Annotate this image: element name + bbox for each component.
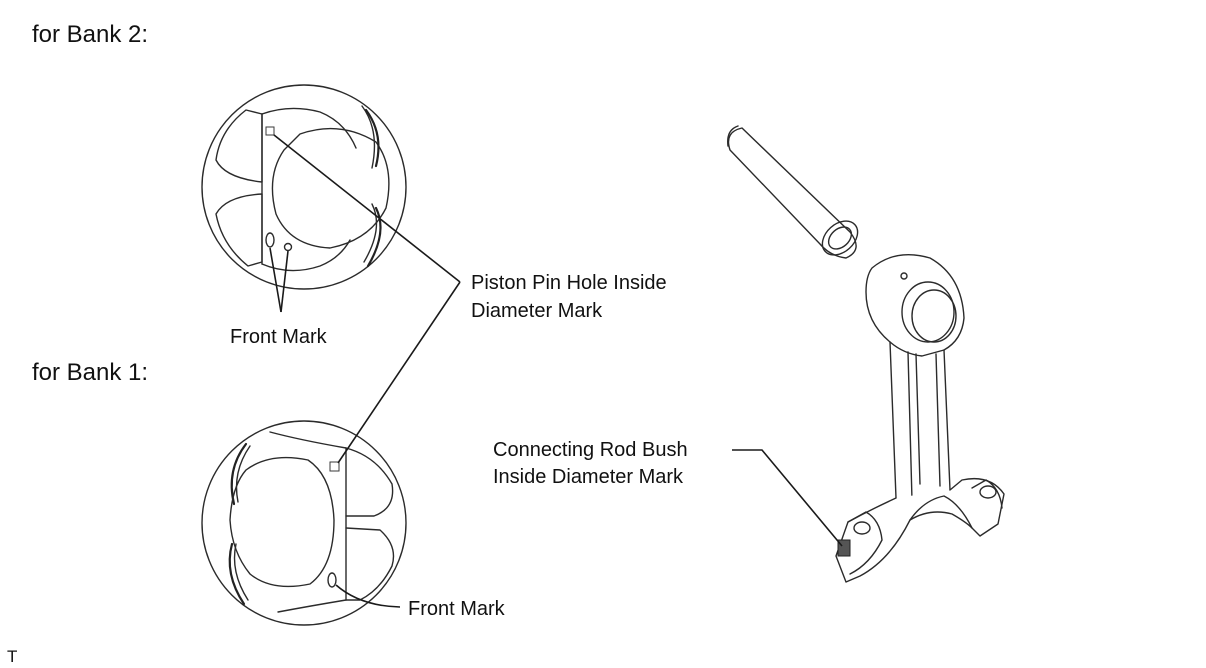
bank2-pin-hole-mark [265, 126, 275, 136]
bank1-front-mark-oval [327, 572, 337, 588]
corner-mark: T [7, 647, 17, 666]
rod-bush-label-line1: Connecting Rod Bush [493, 439, 688, 461]
bank1-front-mark-leader [335, 584, 401, 608]
bank2-front-mark-callout [269, 247, 289, 313]
rod-bush-leader [732, 449, 843, 547]
connecting-rod [835, 253, 1005, 583]
piston-pin [727, 125, 859, 259]
piston-pin-hole-callout [273, 134, 461, 464]
bank2-front-mark-oval [265, 232, 275, 248]
piston-pin-hole-label-line2: Diameter Mark [471, 300, 603, 322]
bank2-front-mark-label: Front Mark [230, 326, 328, 348]
bank2-front-mark-dot [283, 242, 293, 252]
rod-bush-label-line2: Inside Diameter Mark [493, 466, 684, 488]
bank1-piston-top [201, 420, 407, 626]
bank2-heading: for Bank 2: [32, 21, 148, 48]
bank2-piston-top [201, 84, 407, 290]
bank1-pin-hole-mark [329, 461, 340, 472]
piston-pin-hole-label-line1: Piston Pin Hole Inside [471, 272, 667, 294]
bank1-front-mark-label: Front Mark [408, 598, 506, 620]
bank1-heading: for Bank 1: [32, 359, 148, 386]
